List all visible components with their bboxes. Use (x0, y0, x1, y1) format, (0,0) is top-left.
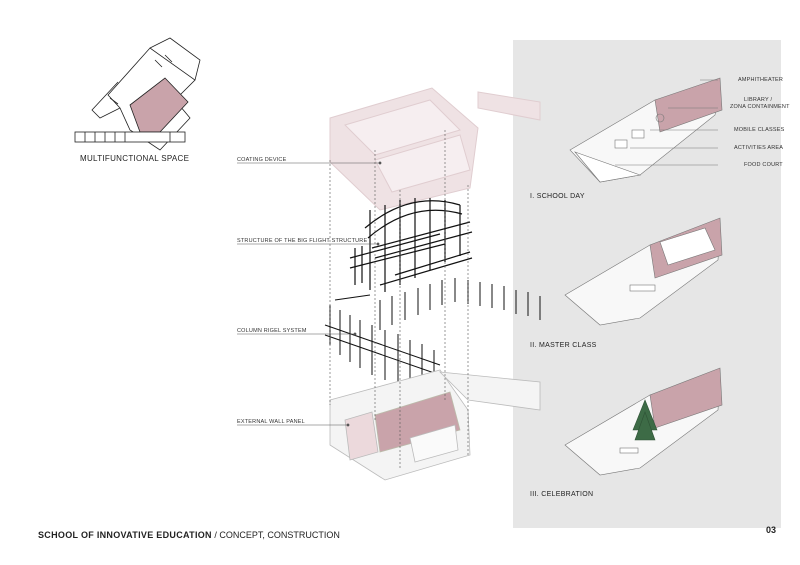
scenario-school-day (569, 77, 723, 183)
annotation-mobile-classes: MOBILE CLASSES (734, 127, 785, 133)
footer-heading: SCHOOL OF INNOVATIVE EDUCATION / CONCEPT… (38, 525, 340, 543)
projection-lines (329, 130, 469, 470)
leader-lines (237, 161, 382, 427)
scenario-title-school-day: I. SCHOOL DAY (530, 193, 585, 200)
scenario-celebration (564, 367, 723, 476)
label-external-wall: EXTERNAL WALL PANEL (237, 419, 305, 425)
page-number: 03 (766, 525, 777, 535)
label-column-rigel: COLUMN RIGEL SYSTEM (237, 328, 307, 334)
annotation-library: LIBRARY / (744, 97, 773, 103)
label-flight-structure: STRUCTURE OF THE BIG FLIGHT STRUCTURE (237, 238, 368, 244)
scenario-title-master-class: II. MASTER CLASS (530, 342, 597, 349)
flight-structure (349, 198, 473, 292)
label-coating-device: COATING DEVICE (237, 157, 287, 163)
footer-subtitle: CONCEPT, CONSTRUCTION (219, 530, 340, 540)
plan-caption: MULTIFUNCTIONAL SPACE (80, 154, 190, 163)
floor-plan (74, 37, 201, 151)
scenario-master-class (564, 217, 723, 326)
footer-title: SCHOOL OF INNOVATIVE EDUCATION (38, 530, 212, 540)
annotation-food-court: FOOD COURT (744, 162, 783, 168)
annotation-zona-containment: ZONA CONTAINMENT (730, 104, 790, 110)
coating-device (329, 87, 541, 211)
scenario-title-celebration: III. CELEBRATION (530, 491, 594, 498)
annotation-amphitheater: AMPHITHEATER (738, 77, 784, 83)
external-wall-panel (329, 369, 541, 481)
footer-separator: / (211, 530, 220, 540)
annotation-activities-area: ACTIVITIES AREA (734, 145, 784, 151)
